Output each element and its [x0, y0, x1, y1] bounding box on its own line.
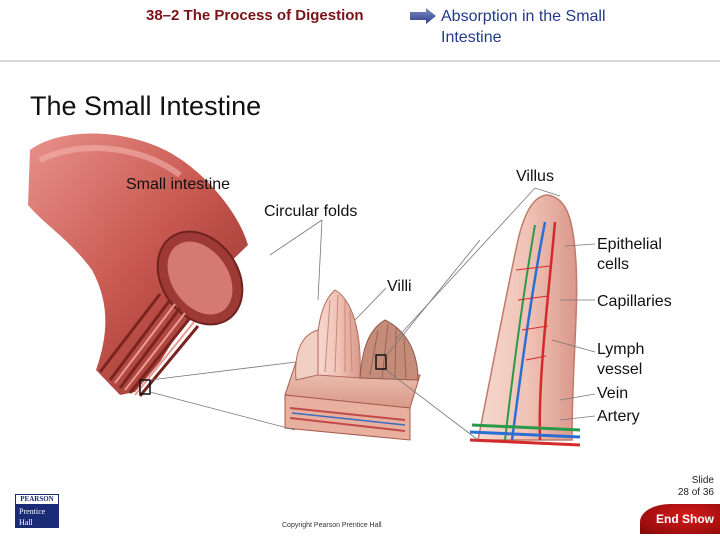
epithelial-line-1: Epithelial [597, 236, 662, 253]
villi-block [284, 289, 421, 441]
label-vein: Vein [597, 385, 629, 402]
label-capillaries: Capillaries [597, 293, 672, 310]
slide-label: Slide [691, 475, 714, 486]
publisher-logo-line-2: Hall [19, 518, 33, 527]
epithelial-line-2: cells [597, 256, 630, 273]
publisher-logo-line-1: Prentice [19, 507, 46, 516]
publisher-logo-top: PEARSON [15, 494, 59, 505]
topic-line-2: Intestine [441, 29, 502, 46]
copyright-text: Copyright Pearson Prentice Hall [282, 522, 382, 529]
label-small-intestine: Small intestine [126, 176, 231, 193]
section-topic: Absorption in the Small Intestine [441, 6, 681, 48]
arrow-right-icon [410, 8, 436, 24]
lymph-line-2: vessel [597, 361, 643, 378]
label-artery: Artery [597, 408, 640, 425]
label-epithelial-cells: Epithelial cells [597, 235, 662, 275]
topic-line-1: Absorption in the Small [441, 8, 606, 25]
section-title: 38–2 The Process of Digestion [146, 7, 364, 24]
label-lymph-vessel: Lymph vessel [597, 340, 644, 380]
small-intestine-illustration [28, 133, 596, 447]
slide-number: Slide 28 of 36 [650, 475, 714, 499]
end-show-button[interactable]: End Show [640, 504, 720, 534]
leader-lines [149, 187, 596, 441]
intestine-tube [28, 133, 248, 397]
slide-count: 28 of 36 [677, 487, 714, 498]
publisher-logo: PEARSON Prentice Hall [15, 494, 59, 528]
label-villus: Villus [516, 168, 554, 185]
label-circular-folds: Circular folds [264, 203, 358, 220]
lymph-line-1: Lymph [597, 341, 645, 358]
header-divider [0, 60, 720, 62]
label-villi: Villi [387, 278, 412, 295]
slide-title: The Small Intestine [30, 91, 262, 121]
villus-detail [469, 194, 581, 447]
